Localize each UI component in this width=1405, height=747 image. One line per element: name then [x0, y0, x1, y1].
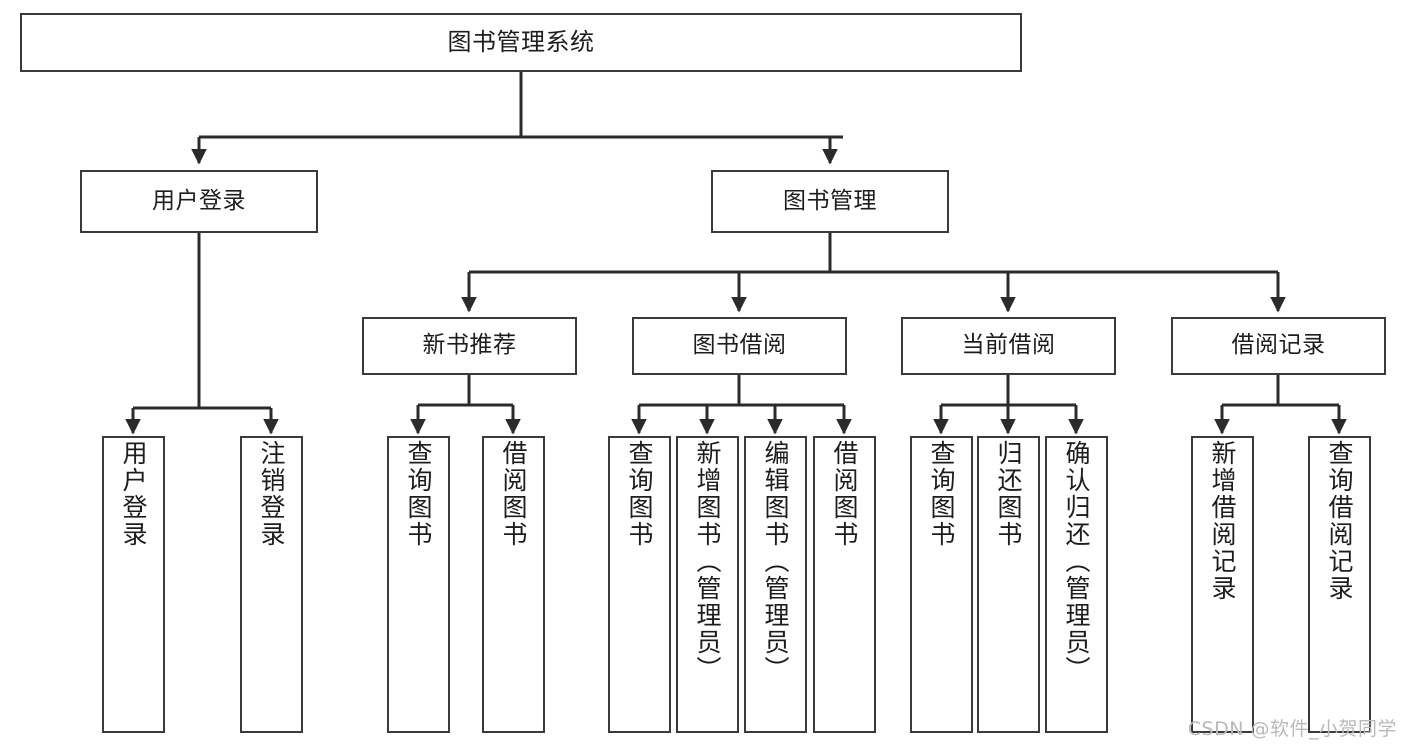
node-label: 当前借阅: [961, 332, 1056, 359]
node-label: 查询图书: [927, 440, 956, 548]
node-label: 借阅图书: [499, 440, 528, 548]
node-leaf-borrow-book-recommend[interactable]: 借阅图书: [482, 436, 545, 733]
node-label: 确认归还（管理员）: [1062, 440, 1091, 683]
node-label: 图书借阅: [692, 332, 787, 359]
node-label: 查询图书: [625, 440, 654, 548]
node-root-system[interactable]: 图书管理系统: [20, 13, 1022, 72]
node-book-borrow[interactable]: 图书借阅: [632, 317, 847, 375]
node-leaf-return-book[interactable]: 归还图书: [977, 436, 1040, 733]
node-current-borrow[interactable]: 当前借阅: [901, 317, 1116, 375]
node-label: 用户登录: [152, 187, 246, 214]
node-book-management[interactable]: 图书管理: [711, 170, 949, 233]
node-label: 查询图书: [404, 440, 433, 548]
node-leaf-query-book-borrow[interactable]: 查询图书: [608, 436, 671, 733]
node-label: 图书管理系统: [447, 28, 595, 57]
node-leaf-borrow-book[interactable]: 借阅图书: [813, 436, 876, 733]
node-label: 新增图书（管理员）: [693, 440, 722, 683]
node-leaf-logout[interactable]: 注销登录: [240, 436, 303, 733]
node-label: 新书推荐: [422, 332, 517, 359]
node-leaf-add-book[interactable]: 新增图书（管理员）: [676, 436, 739, 733]
node-label: 编辑图书（管理员）: [761, 440, 790, 683]
node-leaf-user-login[interactable]: 用户登录: [102, 436, 165, 733]
node-label: 借阅图书: [830, 440, 859, 548]
node-leaf-add-borrow-record[interactable]: 新增借阅记录: [1191, 436, 1254, 733]
node-label: 归还图书: [994, 440, 1023, 548]
node-label: 图书管理: [783, 187, 877, 214]
node-leaf-edit-book[interactable]: 编辑图书（管理员）: [744, 436, 807, 733]
node-borrow-record[interactable]: 借阅记录: [1171, 317, 1386, 375]
node-new-book-recommend[interactable]: 新书推荐: [362, 317, 577, 375]
node-leaf-query-book-recommend[interactable]: 查询图书: [387, 436, 450, 733]
node-label: 用户登录: [119, 440, 148, 548]
node-label: 新增借阅记录: [1208, 440, 1237, 602]
watermark-credit: CSDN @软件_小贺同学: [1187, 718, 1397, 740]
node-leaf-query-book-current[interactable]: 查询图书: [910, 436, 973, 733]
node-user-login[interactable]: 用户登录: [80, 170, 318, 233]
node-label: 查询借阅记录: [1325, 440, 1354, 602]
node-leaf-confirm-return[interactable]: 确认归还（管理员）: [1045, 436, 1108, 733]
node-label: 借阅记录: [1231, 332, 1326, 359]
node-label: 注销登录: [257, 440, 286, 548]
node-leaf-query-borrow-record[interactable]: 查询借阅记录: [1308, 436, 1371, 733]
